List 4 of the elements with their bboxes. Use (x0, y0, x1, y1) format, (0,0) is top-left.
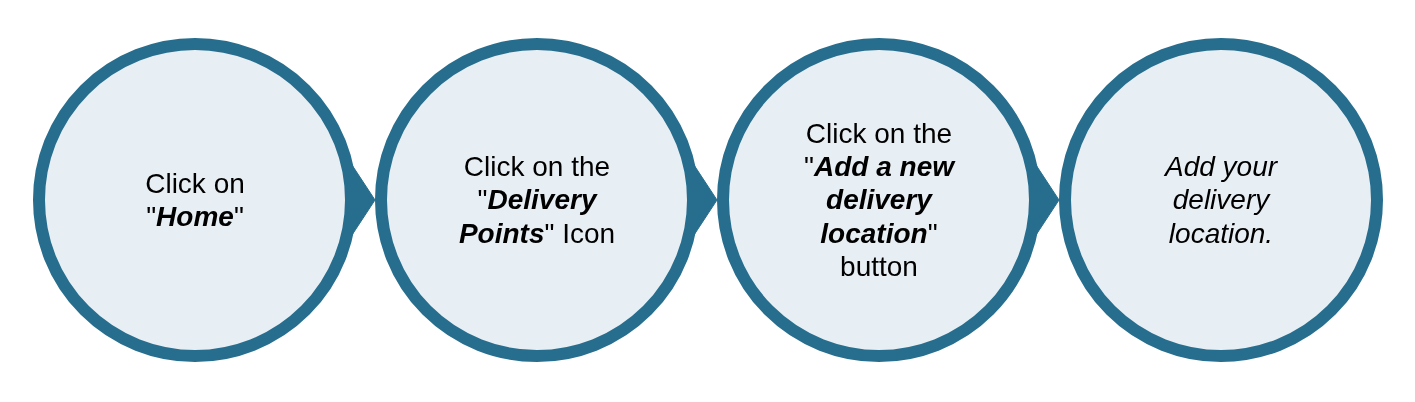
step-text: Click on "Home" (144, 166, 246, 234)
step-text: Add your delivery location. (1163, 150, 1279, 250)
step-text: Click on the "Add a new delivery location" button (803, 117, 957, 283)
step-text: Click on the "Delivery Points" Icon (457, 150, 617, 250)
